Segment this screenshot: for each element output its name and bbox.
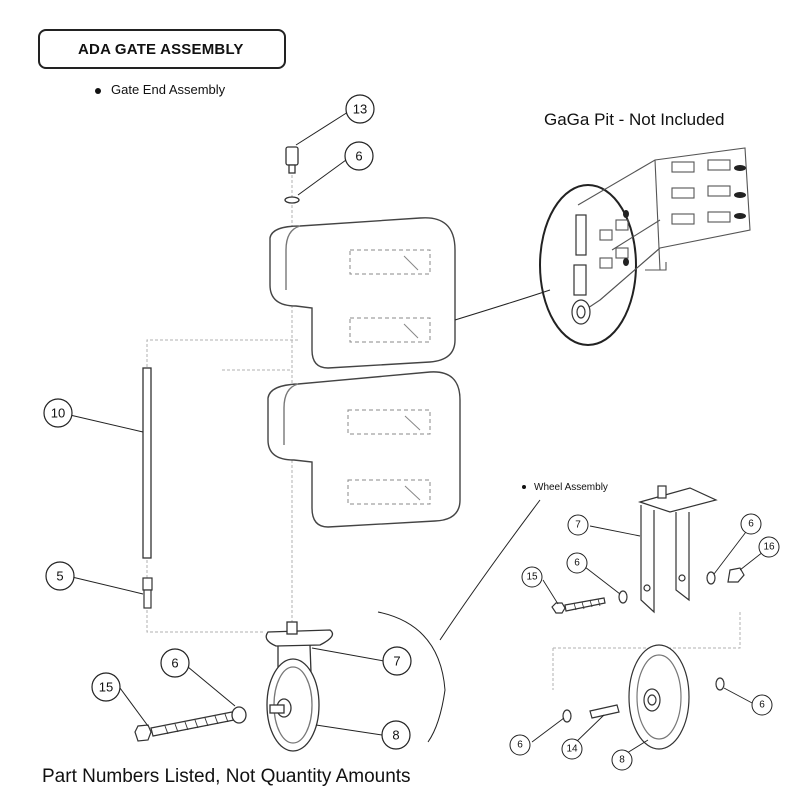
wheel-callout-6-axle-right: 6	[759, 699, 765, 711]
wheel-callout-16: 16	[763, 541, 775, 553]
wheel-callout-14: 14	[566, 743, 578, 755]
bullet-dot	[522, 485, 526, 490]
callout-6-main: 6	[171, 655, 179, 671]
main-caster	[265, 621, 334, 752]
callout-7-main: 7	[393, 653, 401, 669]
wheel-callout-7: 7	[575, 519, 581, 531]
wheel-callout-6-left: 6	[574, 557, 580, 569]
threaded-stud	[142, 577, 153, 609]
callout-15-main: 15	[98, 679, 114, 695]
gate-panel-lower	[267, 371, 461, 528]
hinge-rod	[142, 367, 152, 559]
gate-end-bullet-line: Gate End Assembly	[95, 82, 225, 97]
wheel-assembly-label: Wheel Assembly	[534, 482, 608, 493]
callout-13: 13	[352, 101, 368, 117]
bullet-dot	[95, 87, 101, 94]
callout-circles	[43, 94, 412, 750]
footer-note: Part Numbers Listed, Not Quantity Amount…	[42, 766, 411, 787]
wheel-assembly-inset	[551, 485, 745, 750]
gate-end-label: Gate End Assembly	[111, 82, 226, 97]
gate-panel-upper	[269, 217, 456, 369]
gaga-pit-note: GaGa Pit - Not Included	[544, 110, 725, 129]
callout-5: 5	[56, 568, 64, 584]
callout-8-main: 8	[392, 727, 400, 743]
page-title: ADA GATE ASSEMBLY	[78, 40, 244, 58]
top-washer	[284, 196, 300, 204]
callout-6-top: 6	[355, 148, 363, 164]
wheel-callout-6-axle-left: 6	[517, 739, 523, 751]
wheel-leader-lines	[531, 523, 769, 754]
wheel-callout-15: 15	[526, 571, 538, 583]
gaga-pit-inset	[539, 147, 751, 346]
main-bolt	[134, 711, 235, 742]
wheel-callout-circles	[509, 513, 780, 771]
main-washer	[231, 706, 247, 724]
wheel-callout-6-right: 6	[748, 518, 754, 530]
wheel-callout-8: 8	[619, 754, 625, 766]
hinge-pin-cap	[285, 146, 299, 174]
wheel-assembly-bullet-line: Wheel Assembly	[522, 482, 608, 493]
callout-10: 10	[50, 405, 66, 421]
title-box: ADA GATE ASSEMBLY	[38, 29, 286, 69]
